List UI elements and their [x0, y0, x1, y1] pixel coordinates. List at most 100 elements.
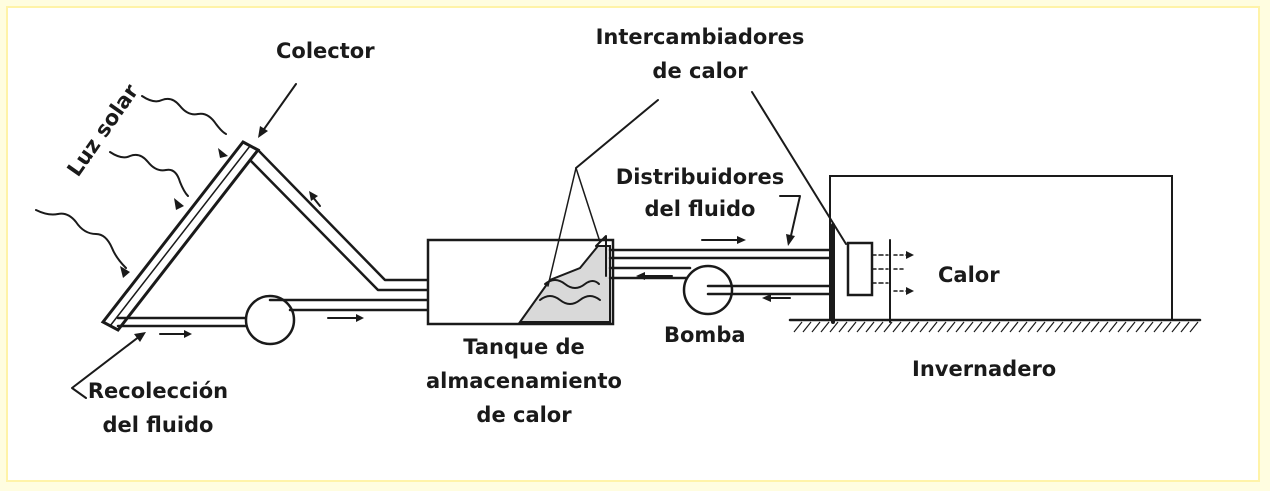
ground-hatch-line: [802, 321, 812, 333]
riser-pipe: [248, 148, 432, 292]
label-invernadero: Invernadero: [912, 357, 1056, 381]
ground-hatch-line: [1009, 321, 1019, 333]
ground-hatch-line: [1189, 321, 1199, 333]
ground-hatch-line: [1000, 321, 1010, 333]
ground-hatch-line: [991, 321, 1001, 333]
ground-hatch-line: [1108, 321, 1118, 333]
sunlight-rays: [35, 95, 228, 278]
sun-ray-arrowhead-1: [218, 148, 228, 158]
heat-arrowhead-1: [906, 251, 914, 259]
ground-hatch-line: [892, 321, 902, 333]
label-bomba: Bomba: [664, 323, 746, 347]
label-recoleccion-2: del fluido: [103, 413, 214, 437]
ground-hatch-line: [1135, 321, 1145, 333]
ground-hatch-line: [1036, 321, 1046, 333]
sun-ray-arrowhead-3: [120, 266, 130, 278]
intercambiadores-callout-d: [751, 91, 847, 245]
riser-pipe-lower: [248, 158, 432, 292]
ground-hatch-line: [1180, 321, 1190, 333]
label-intercambiadores-1: Intercambiadores: [596, 25, 805, 49]
label-luz-solar: Luz solar: [62, 79, 143, 181]
label-recoleccion-1: Recolección: [88, 379, 228, 403]
ground-hatch-line: [1090, 321, 1100, 333]
ground-hatch-line: [793, 321, 803, 333]
sun-ray-2: [109, 151, 189, 197]
ground-hatch-line: [937, 321, 947, 333]
collector-inner-line: [109, 145, 251, 327]
ground-hatch-line: [1027, 321, 1037, 333]
ground-hatch-line: [1072, 321, 1082, 333]
ground-hatch-line: [1117, 321, 1127, 333]
heat-arrowhead-3: [906, 287, 914, 295]
ground-hatch-line: [910, 321, 920, 333]
label-distribuidores-1: Distribuidores: [616, 165, 784, 189]
collector-panel: [100, 140, 261, 332]
tank-coil-2: [544, 279, 600, 289]
ground-hatching: [793, 321, 1199, 333]
greenhouse: [788, 175, 1202, 333]
return-pipe: [116, 294, 432, 346]
ground-hatch-line: [964, 321, 974, 333]
return-flow-arrowhead-2: [356, 314, 364, 322]
ground-hatch-line: [1045, 321, 1055, 333]
ground-hatch-line: [1144, 321, 1154, 333]
callout-lines: [71, 83, 847, 399]
storage-tank: [426, 235, 615, 326]
label-calor: Calor: [938, 263, 1000, 287]
supply-flow-arrowhead: [737, 236, 746, 244]
ground-hatch-line: [1162, 321, 1172, 333]
tank-return-flow-arrowhead: [636, 272, 645, 280]
recoleccion-callout-arrowhead: [134, 332, 146, 342]
riser-pipe-upper: [256, 148, 432, 282]
distribution-pipes: [608, 236, 837, 280]
greenhouse-outline: [829, 175, 1173, 321]
ground-hatch-line: [847, 321, 857, 333]
ground-hatch-line: [820, 321, 830, 333]
label-tanque-2: almacenamiento: [426, 369, 622, 393]
main-pump: [682, 264, 837, 316]
label-distribuidores-2: del fluido: [645, 197, 756, 221]
ground-hatch-line: [811, 321, 821, 333]
sun-ray-3: [35, 209, 127, 269]
intercambiadores-callout-c: [575, 167, 601, 243]
riser-flow-arrowhead: [309, 191, 318, 201]
recoleccion-callout: [71, 335, 141, 399]
ground-hatch-line: [865, 321, 875, 333]
distribuidores-callout-arrowhead: [786, 234, 795, 246]
heat-exchanger-unit: [846, 241, 874, 297]
pump-flow-arrowhead: [762, 294, 771, 302]
tank-coil-1: [539, 295, 601, 305]
ground-hatch-line: [874, 321, 884, 333]
ground-hatch-line: [946, 321, 956, 333]
ground-hatch-line: [1054, 321, 1064, 333]
ground-hatch-line: [919, 321, 929, 333]
collector-pump: [244, 294, 296, 346]
distribuidores-callout: [779, 195, 801, 241]
ground-hatch-line: [901, 321, 911, 333]
ground-hatch-line: [1099, 321, 1109, 333]
ground-hatch-line: [856, 321, 866, 333]
colector-callout-arrowhead: [258, 126, 268, 138]
tank-exchanger-riser: [595, 235, 607, 277]
ground-hatch-line: [973, 321, 983, 333]
label-tanque-1: Tanque de: [463, 335, 585, 359]
ground-hatch-line: [1126, 321, 1136, 333]
ground-hatch-line: [1081, 321, 1091, 333]
ground-hatch-line: [1171, 321, 1181, 333]
ground-hatch-line: [829, 321, 839, 333]
colector-callout: [261, 83, 297, 133]
ground-hatch-line: [982, 321, 992, 333]
ground-hatch-line: [955, 321, 965, 333]
ground-hatch-line: [1018, 321, 1028, 333]
ground-hatch-line: [883, 321, 893, 333]
pump-body: [682, 264, 734, 316]
ground-hatch-line: [1153, 321, 1163, 333]
label-tanque-3: de calor: [476, 403, 572, 427]
ground-hatch-line: [928, 321, 938, 333]
return-flow-arrowhead-1: [184, 330, 192, 338]
ground-hatch-line: [1063, 321, 1073, 333]
ground-hatch-line: [838, 321, 848, 333]
label-colector: Colector: [276, 39, 375, 63]
